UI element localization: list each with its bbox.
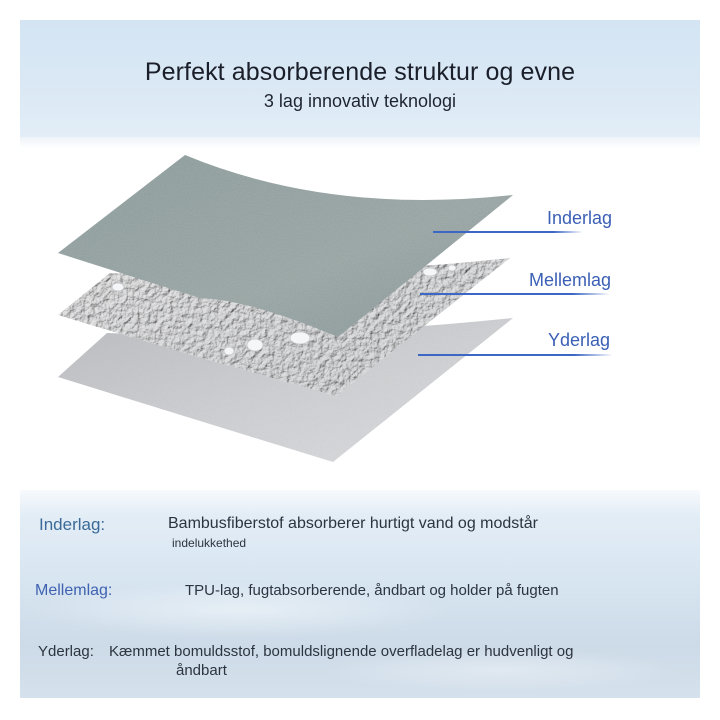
outer-layer-shape (58, 318, 513, 462)
description-label: Mellemlag: (35, 582, 113, 599)
description-label: Inderlag: (39, 515, 106, 534)
description-text: Bambusfiberstof absorberer hurtigt vand … (168, 515, 538, 532)
description-continuation: åndbart (176, 662, 227, 679)
middle-leader-line (420, 293, 610, 295)
description-label: Yderlag: (38, 643, 94, 660)
inner-layer-shape (58, 155, 513, 337)
inner-leader-line (433, 231, 583, 233)
outer-leader-line (418, 354, 613, 356)
layer-illustration: Inderlag Mellemlag Yderlag (0, 140, 720, 480)
header-banner: Perfekt absorberende struktur og evne 3 … (20, 20, 700, 137)
outer-layer-label: Yderlag (548, 330, 611, 350)
header-fade (20, 137, 700, 149)
description-panel (20, 490, 700, 698)
middle-layer-shape (58, 258, 510, 396)
page-title: Perfekt absorberende struktur og evne (144, 58, 576, 86)
page-subtitle: 3 lag innovativ teknologi (263, 91, 457, 111)
water-droplets-icon (111, 264, 457, 356)
description-text: TPU-lag, fugtabsorberende, åndbart og ho… (185, 582, 559, 599)
description-continuation: indelukkethed (172, 536, 247, 550)
fabric-layers-image (58, 155, 513, 462)
description-text: Kæmmet bomuldsstof, bomuldslignende over… (109, 643, 574, 660)
inner-layer-label: Inderlag (547, 208, 613, 228)
middle-layer-label: Mellemlag (529, 270, 612, 290)
